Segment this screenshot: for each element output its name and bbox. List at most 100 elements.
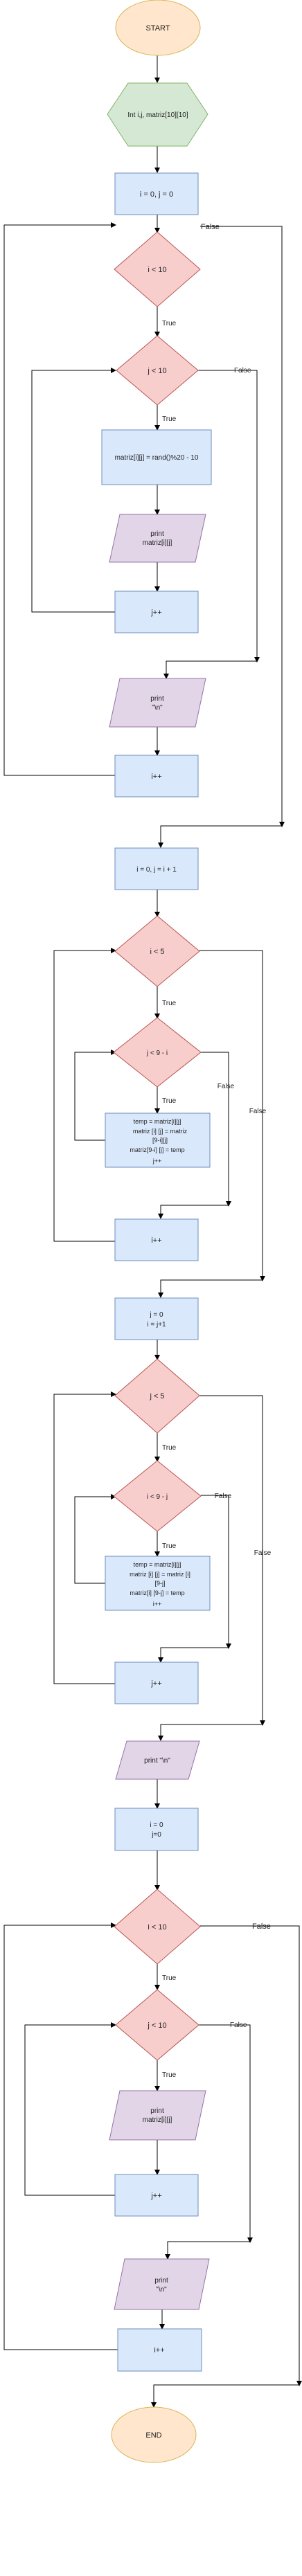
edge-jpp3-back — [24, 2022, 116, 2196]
increment-i-process: i++ — [114, 1218, 199, 1261]
start-label: START — [145, 24, 170, 33]
decision-i-lt-5: i < 5 — [114, 915, 200, 987]
swap-line-1: temp = matriz[i][j] — [134, 1561, 181, 1568]
edge-ipp2-back — [53, 948, 116, 1242]
decision-i-lt-9-minus-j-label: i < 9 - j — [147, 1493, 168, 1501]
assign-random-label: matriz[i][j] = rand()%20 - 10 — [115, 454, 199, 462]
increment-i-process: i++ — [117, 2328, 202, 2372]
edge-label-true: True — [162, 2071, 177, 2079]
edge-join6 — [158, 1724, 263, 1741]
decision-j-lt-10: j < 10 — [115, 1989, 199, 2061]
swap-columns-process: temp = matriz[i][j] matriz [i] [j] = mat… — [105, 1556, 211, 1611]
decision-j-lt-10-label: j < 10 — [147, 367, 166, 375]
increment-j-process: j++ — [114, 591, 199, 633]
increment-i-label: i++ — [151, 773, 161, 781]
swap-line-1: temp = matriz[i][j] — [134, 1118, 181, 1125]
edge-label-true: True — [162, 1000, 177, 1007]
print-label: print — [150, 2107, 164, 2115]
edge-d1-false — [200, 226, 285, 827]
increment-j-label: j++ — [150, 609, 161, 617]
init-i-j-process: i = 0, j = 0 — [114, 172, 199, 215]
edge-d7-false — [200, 1925, 302, 2386]
declare-hexagon: Int i,j, matriz[10][10] — [107, 82, 208, 147]
edge-d6-false — [201, 1495, 231, 1649]
decision-i-lt-10-label: i < 10 — [148, 1923, 166, 1931]
print-value-label: matriz[i][j] — [143, 539, 172, 547]
swap-rows-process: temp = matriz[i][j] matriz [i] [j] = mat… — [105, 1113, 211, 1168]
swap-line-2: matriz [i] [j] = matriz [i] — [130, 1571, 190, 1578]
print-newline-label: print "\n" — [144, 1757, 170, 1765]
decision-j-lt-10: j < 10 — [116, 335, 199, 406]
print-value-label: matriz[i][j] — [143, 2116, 172, 2124]
swap-line-5: i++ — [153, 1601, 162, 1607]
edge-jpp1-back — [31, 368, 116, 613]
init-i-j-process: i = 0 j=0 — [114, 1808, 199, 1851]
decision-j-lt-5: j < 5 — [114, 1358, 200, 1434]
increment-i-label: i++ — [151, 1236, 161, 1245]
init-i-j-label: i = 0, j = i + 1 — [136, 866, 177, 874]
decision-i-lt-10: i < 10 — [114, 231, 201, 307]
print-label: print — [150, 695, 164, 703]
edge-label-false: False — [217, 1083, 235, 1090]
print-newline-io: print "\n" — [109, 678, 206, 728]
decision-j-lt-10-label: j < 10 — [147, 2021, 166, 2030]
edge-label-true: True — [162, 320, 177, 327]
init-i-label: i = 0 — [150, 1821, 163, 1829]
edge-join4 — [158, 1279, 263, 1298]
init-i-label: i = j+1 — [147, 1321, 166, 1328]
assign-random-process: matriz[i][j] = rand()%20 - 10 — [101, 429, 212, 485]
swap-line-3: [9-j] — [154, 1580, 165, 1587]
decision-i-lt-9-minus-j: i < 9 - j — [113, 1460, 202, 1532]
end-label: END — [145, 2431, 161, 2440]
edge-join8 — [151, 2384, 299, 2408]
edge-label-true: True — [162, 1097, 177, 1105]
swap-line-4: matriz[9-i] [j] = temp — [130, 1146, 184, 1153]
init-i-j-process: i = 0, j = i + 1 — [114, 847, 199, 890]
edge-join1 — [163, 660, 257, 679]
decision-j-lt-9-minus-i: j < 9 - i — [113, 1017, 202, 1088]
edge-d4-false — [201, 1052, 231, 1207]
print-value-label: "\n" — [152, 704, 163, 712]
increment-i-label: i++ — [154, 2346, 164, 2354]
decision-i-lt-10-label: i < 10 — [148, 266, 166, 274]
edge-join2 — [158, 825, 282, 848]
edge-d2-false — [198, 370, 260, 663]
edge-ipp3-back — [3, 1922, 118, 2350]
print-label: print — [150, 530, 164, 538]
edge-label-false: False — [215, 1493, 232, 1500]
edge-label-false: False — [254, 1549, 272, 1557]
print-value-label: "\n" — [156, 2286, 167, 2294]
edge-swap1-back — [74, 1050, 116, 1141]
decision-j-lt-5-label: j < 5 — [149, 1392, 164, 1400]
edge-ipp1-back — [3, 222, 116, 776]
edge-d8-false — [199, 2024, 253, 2243]
init-j-label: j = 0 — [149, 1311, 163, 1319]
print-matrix-io: print matriz[i][j] — [109, 514, 206, 563]
edge-label-false: False — [252, 1922, 271, 1931]
increment-j-process: j++ — [114, 2174, 199, 2217]
edge-join7 — [165, 2241, 250, 2260]
edge-join3 — [158, 1205, 229, 1219]
start-terminal: START — [115, 0, 201, 56]
init-i-j-label: i = 0, j = 0 — [140, 190, 173, 199]
swap-line-2: matriz [i] [j] = matriz — [133, 1128, 188, 1135]
print-matrix-io: print matriz[i][j] — [109, 2090, 206, 2141]
decision-i-lt-5-label: i < 5 — [150, 948, 164, 956]
print-newline-io: print "\n" — [115, 1740, 200, 1780]
edge-d3-false — [199, 950, 265, 1281]
print-label: print — [154, 2277, 168, 2285]
init-j-label: j=0 — [151, 1831, 161, 1839]
increment-i-process: i++ — [114, 755, 199, 798]
edge-label-false: False — [234, 367, 251, 375]
edge-label-true: True — [162, 1444, 177, 1452]
edge-label-true: True — [162, 415, 177, 423]
swap-line-3: [9-i][j] — [152, 1137, 168, 1144]
edge-label-false: False — [249, 1108, 267, 1115]
decision-i-lt-10: i < 10 — [114, 1889, 201, 1965]
edge-label-true: True — [162, 1542, 177, 1550]
end-terminal: END — [111, 2406, 197, 2463]
increment-j-label: j++ — [150, 2192, 161, 2200]
edge-join5 — [158, 1647, 229, 1663]
edge-d5-false — [199, 1395, 265, 1726]
